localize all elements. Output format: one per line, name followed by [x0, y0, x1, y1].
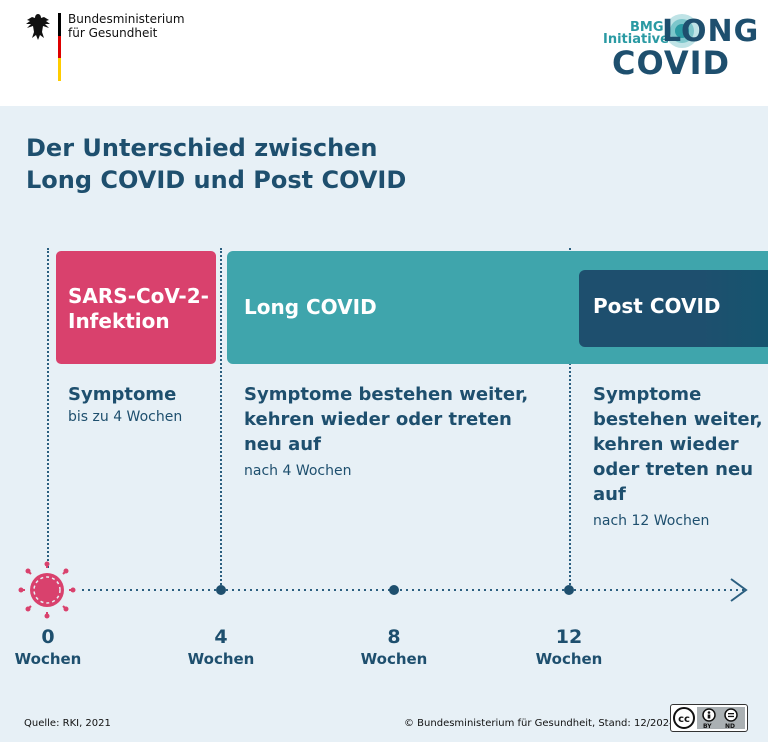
- post-covid-sub: nach 12 Wochen: [593, 513, 710, 529]
- page-title: Der Unterschied zwischen Long COVID und …: [26, 132, 406, 196]
- timeline-dot-8: [389, 585, 399, 595]
- timeline-dot-4: [216, 585, 226, 595]
- ministry-line-1: Bundesministerium: [68, 12, 185, 26]
- tick-value: 8: [387, 626, 401, 648]
- tick-value: 12: [555, 626, 583, 648]
- tick-value: 0: [41, 626, 55, 648]
- post-covid-heading-line-5: auf: [593, 484, 626, 505]
- timeline-axis: [18, 561, 748, 619]
- license-by: BY: [703, 723, 712, 730]
- license-nd: ND: [725, 723, 736, 730]
- german-flag-bar: [58, 13, 61, 81]
- post-covid-heading-line-1: Symptome: [593, 384, 702, 405]
- svg-text:cc: cc: [678, 714, 690, 725]
- tick-unit: Wochen: [14, 650, 82, 668]
- long-covid-heading-line-3: neu auf: [244, 434, 321, 455]
- infection-phase-box: SARS-CoV-2- Infektion: [56, 251, 216, 364]
- logo-long: LONG: [662, 14, 760, 49]
- tick-week-12: 12 Wochen: [529, 625, 609, 669]
- cc-badge-graphic: cc: [673, 707, 745, 729]
- title-line-2: Long COVID und Post COVID: [26, 166, 407, 194]
- week-0-line: [47, 248, 49, 568]
- post-covid-heading-line-4: oder treten neu: [593, 459, 754, 480]
- initiative-logo: BMG Initiative LONG COVID: [600, 14, 760, 84]
- long-covid-heading-line-2: kehren wieder oder treten: [244, 409, 512, 430]
- tick-value: 4: [214, 626, 228, 648]
- infection-label-line-2: Infektion: [68, 309, 170, 333]
- arrow-right-icon: [730, 578, 748, 602]
- timeline-dot-12: [564, 585, 574, 595]
- week-12-line: [569, 248, 571, 588]
- post-covid-phase-box: Post COVID: [579, 270, 768, 347]
- tick-week-0: 0 Wochen: [8, 625, 88, 669]
- long-covid-sub: nach 4 Wochen: [244, 463, 352, 479]
- source-note: Quelle: RKI, 2021: [24, 718, 111, 729]
- tick-unit: Wochen: [187, 650, 255, 668]
- infection-description: Symptome bis zu 4 Wochen: [68, 382, 182, 427]
- infection-heading: Symptome: [68, 384, 177, 405]
- header: Bundesministerium für Gesundheit BMG Ini…: [0, 0, 768, 106]
- ministry-name: Bundesministerium für Gesundheit: [68, 12, 185, 40]
- title-line-1: Der Unterschied zwischen: [26, 134, 378, 162]
- logo-bmg: BMG: [630, 20, 664, 35]
- ministry-line-2: für Gesundheit: [68, 26, 158, 40]
- logo-covid: COVID: [612, 44, 731, 82]
- tick-unit: Wochen: [535, 650, 603, 668]
- tick-week-4: 4 Wochen: [181, 625, 261, 669]
- virus-icon: [18, 561, 76, 619]
- cc-by-nd-icon: cc BY ND: [670, 704, 748, 732]
- long-covid-description: Symptome bestehen weiter, kehren wieder …: [244, 382, 528, 481]
- tick-week-8: 8 Wochen: [354, 625, 434, 669]
- post-covid-description: Symptome bestehen weiter, kehren wieder …: [593, 382, 763, 531]
- post-covid-heading-line-3: kehren wieder: [593, 434, 739, 455]
- logo-initiative: Initiative: [603, 32, 669, 47]
- long-covid-heading-line-1: Symptome bestehen weiter,: [244, 384, 529, 405]
- tick-unit: Wochen: [360, 650, 428, 668]
- eagle-icon: [26, 14, 50, 40]
- post-covid-label: Post COVID: [593, 294, 721, 318]
- infection-label-line-1: SARS-CoV-2-: [68, 284, 209, 308]
- infection-sub: bis zu 4 Wochen: [68, 409, 183, 425]
- week-4-line: [220, 248, 222, 588]
- long-covid-label: Long COVID: [244, 295, 377, 319]
- post-covid-heading-line-2: bestehen weiter,: [593, 409, 763, 430]
- logo-ring-icon: [665, 14, 699, 48]
- copyright-note: © Bundesministerium für Gesundheit, Stan…: [404, 718, 676, 729]
